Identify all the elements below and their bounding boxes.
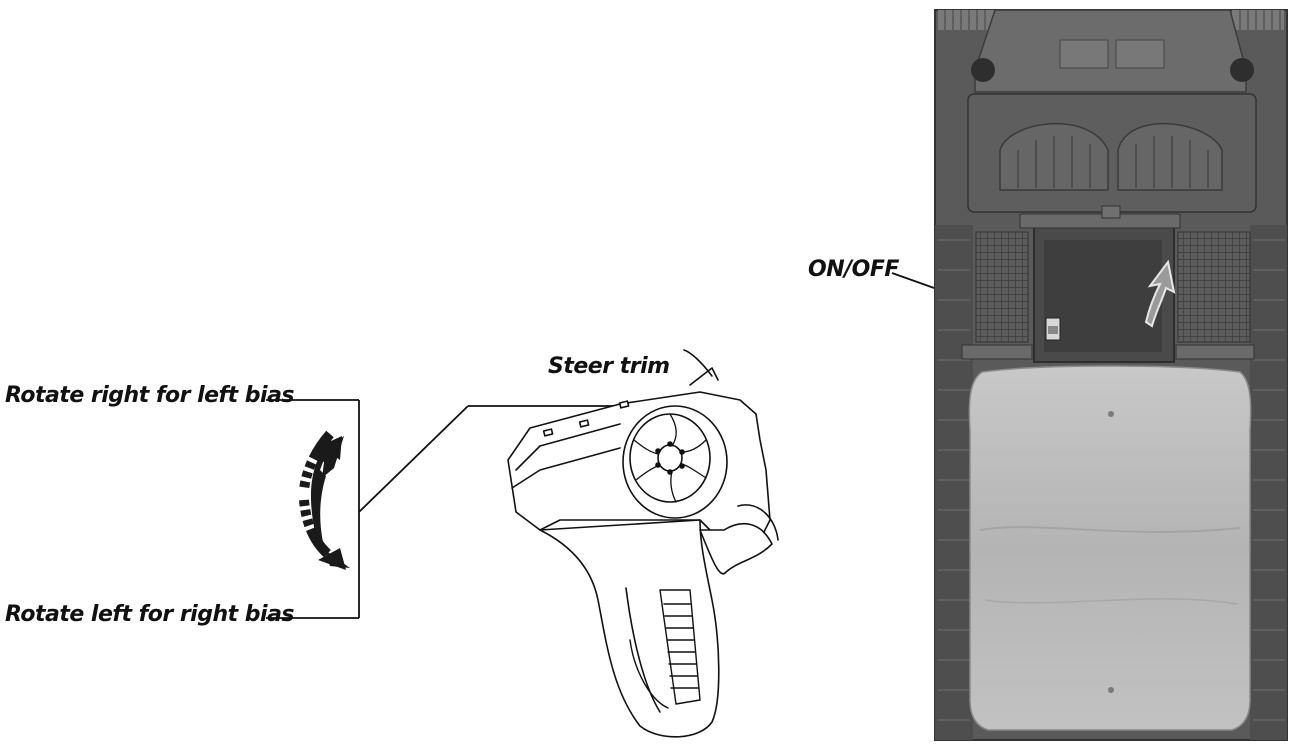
rotate-right-label: Rotate right for left bias <box>5 383 295 408</box>
vehicle-illustration <box>934 9 1288 741</box>
steer-trim-label: Steer trim <box>548 354 670 379</box>
transmitter-illustration <box>507 349 779 738</box>
bias-bracket <box>266 399 626 619</box>
battery-cover <box>968 365 1252 731</box>
on-off-label: ON/OFF <box>808 257 899 282</box>
double-curved-arrow-icon <box>299 430 350 570</box>
curved-up-arrow-icon <box>1144 259 1176 328</box>
rotate-left-label: Rotate left for right bias <box>5 602 295 627</box>
